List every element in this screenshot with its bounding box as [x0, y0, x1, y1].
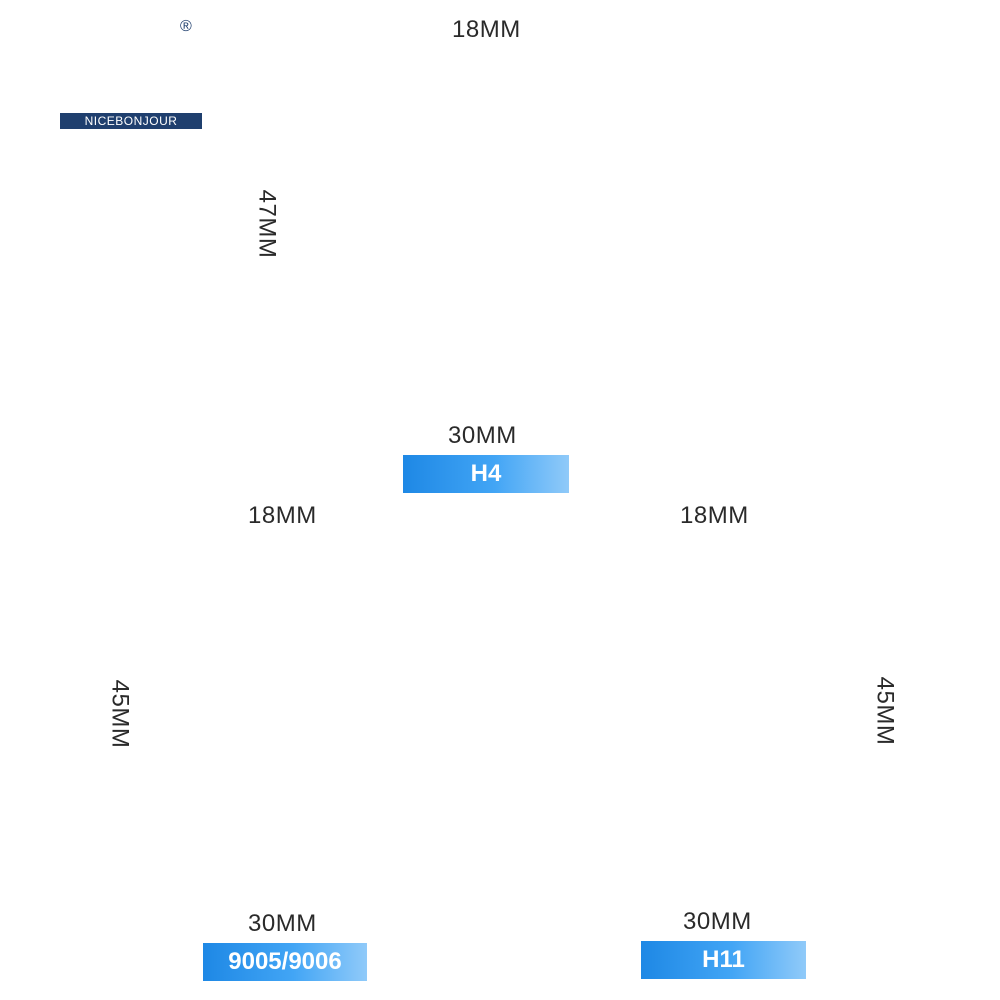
h4-lens-width-label: 18MM: [452, 16, 521, 43]
h11-height-label: 45MM: [871, 676, 899, 746]
bulb-h4-marking: BJ: [487, 297, 503, 313]
h4-height-label: 47MM: [253, 189, 281, 259]
9005-model-badge: 9005/9006: [203, 943, 367, 981]
brand-name: NICEBONJOUR: [60, 113, 202, 129]
h4-model-badge: H4: [403, 455, 569, 493]
9005-lens-width-label: 18MM: [248, 502, 317, 529]
9005-base-width-label: 30MM: [248, 910, 317, 937]
h11-base-width-label: 30MM: [683, 908, 752, 935]
h11-model-badge: H11: [641, 941, 806, 979]
bulb-9005-marking: BJ: [285, 773, 301, 789]
9005-height-label: 45MM: [106, 679, 134, 749]
h11-lens-width-label: 18MM: [680, 502, 749, 529]
bulb-h11-marking: BJ: [711, 652, 725, 666]
h4-base-width-label: 30MM: [448, 422, 517, 449]
registered-mark: ®: [180, 18, 192, 35]
